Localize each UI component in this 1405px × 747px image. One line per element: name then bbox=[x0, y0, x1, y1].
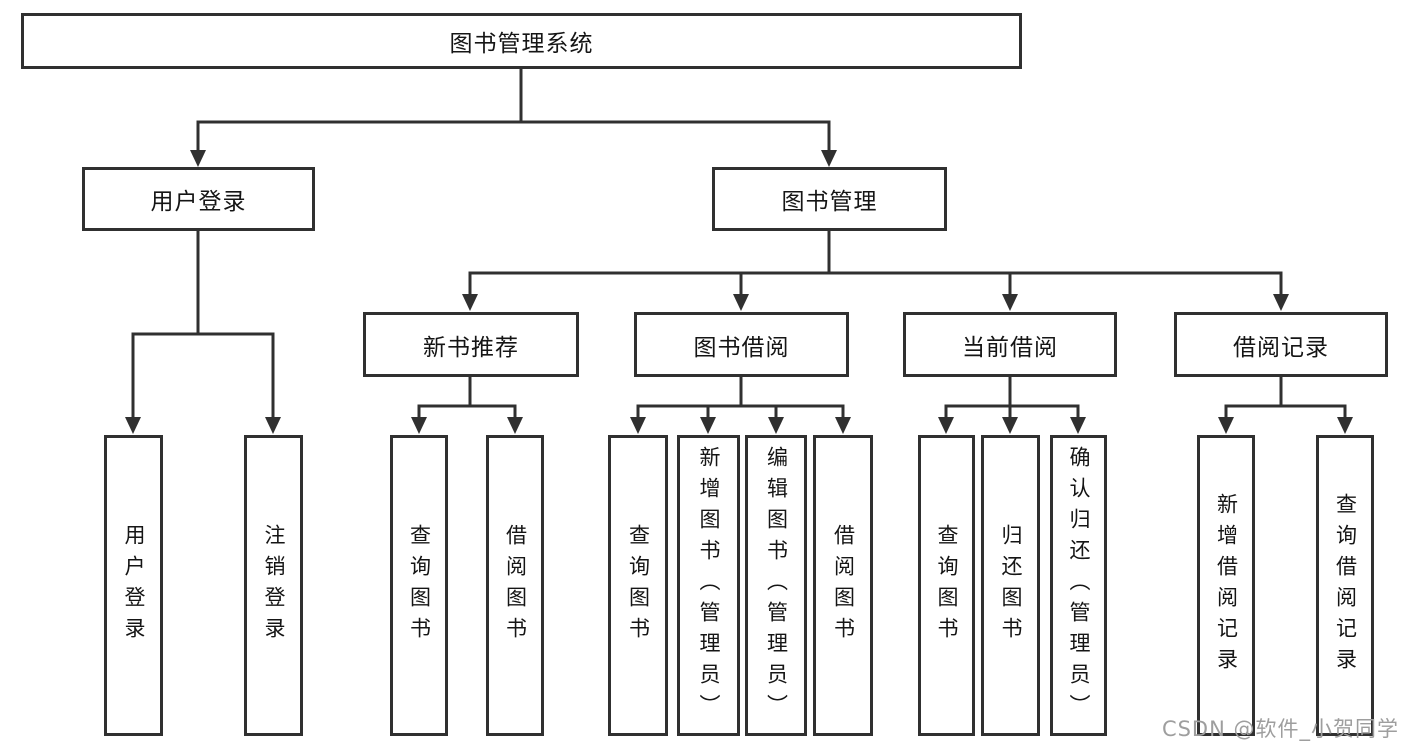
arrowhead-icon bbox=[125, 417, 141, 434]
node-label: 当前借阅 bbox=[962, 334, 1058, 361]
arrowhead-icon bbox=[1273, 294, 1289, 311]
leaf-return-books: 归还图书 bbox=[981, 435, 1040, 736]
node-borrow-records: 借阅记录 bbox=[1174, 312, 1388, 377]
arrowhead-icon bbox=[768, 417, 784, 434]
arrowhead-icon bbox=[507, 417, 523, 434]
leaf-label: 注销登录 bbox=[262, 523, 286, 648]
leaf-add-borrow-record: 新增借阅记录 bbox=[1197, 435, 1255, 736]
connector-bookmgmt-fork bbox=[468, 271, 1283, 295]
connector-root-fork bbox=[196, 120, 831, 151]
connector-newbook-fork bbox=[417, 404, 517, 419]
arrowhead-icon bbox=[835, 417, 851, 434]
leaf-label: 新增图书（管理员） bbox=[697, 446, 721, 725]
connector-bookborrow-fork bbox=[636, 404, 845, 419]
node-user-login: 用户登录 bbox=[82, 167, 315, 231]
leaf-query-books: 查询图书 bbox=[608, 435, 668, 736]
leaf-borrow-books: 借阅图书 bbox=[486, 435, 544, 736]
node-label: 图书管理 bbox=[781, 189, 878, 215]
leaf-add-books-admin: 新增图书（管理员） bbox=[677, 435, 740, 736]
connector-current-fork bbox=[944, 404, 1080, 419]
leaf-label: 确认归还（管理员） bbox=[1067, 446, 1091, 725]
arrowhead-icon bbox=[1337, 417, 1353, 434]
leaf-edit-books-admin: 编辑图书（管理员） bbox=[745, 435, 807, 736]
node-label: 用户登录 bbox=[150, 189, 247, 215]
arrowhead-icon bbox=[821, 150, 837, 167]
node-book-borrow: 图书借阅 bbox=[634, 312, 849, 377]
arrowhead-icon bbox=[190, 150, 206, 167]
node-label: 新书推荐 bbox=[423, 334, 519, 361]
leaf-label: 查询图书 bbox=[626, 523, 651, 648]
arrowhead-icon bbox=[1002, 294, 1018, 311]
arrowhead-icon bbox=[1002, 417, 1018, 434]
arrowhead-icon bbox=[411, 417, 427, 434]
leaf-label: 查询图书 bbox=[935, 523, 959, 648]
leaf-label: 新增借阅记录 bbox=[1214, 492, 1239, 679]
leaf-query-borrow-record: 查询借阅记录 bbox=[1316, 435, 1374, 736]
leaf-logout: 注销登录 bbox=[244, 435, 303, 736]
leaf-user-login: 用户登录 bbox=[104, 435, 163, 736]
connector-records-fork bbox=[1224, 404, 1347, 419]
node-label: 图书管理系统 bbox=[449, 31, 594, 57]
arrowhead-icon bbox=[733, 294, 749, 311]
leaf-label: 编辑图书（管理员） bbox=[764, 446, 789, 725]
csdn-watermark: CSDN @软件_小贺同学 bbox=[1161, 717, 1399, 741]
node-current-borrow: 当前借阅 bbox=[903, 312, 1117, 377]
arrowhead-icon bbox=[1218, 417, 1234, 434]
leaf-confirm-return-admin: 确认归还（管理员） bbox=[1050, 435, 1107, 736]
node-label: 图书借阅 bbox=[693, 334, 790, 361]
node-label: 借阅记录 bbox=[1233, 334, 1329, 361]
leaf-label: 查询借阅记录 bbox=[1333, 492, 1358, 679]
arrowhead-icon bbox=[700, 417, 716, 434]
node-book-management: 图书管理 bbox=[712, 167, 947, 231]
leaf-label: 归还图书 bbox=[999, 523, 1023, 648]
leaf-query-books: 查询图书 bbox=[390, 435, 448, 736]
node-new-book-recommend: 新书推荐 bbox=[363, 312, 579, 377]
arrowhead-icon bbox=[630, 417, 646, 434]
leaf-borrow-books: 借阅图书 bbox=[813, 435, 873, 736]
connector-userlogin-fork bbox=[131, 332, 275, 420]
leaf-label: 用户登录 bbox=[122, 523, 146, 648]
leaf-label: 借阅图书 bbox=[503, 523, 528, 648]
arrowhead-icon bbox=[1070, 417, 1086, 434]
leaf-label: 借阅图书 bbox=[831, 523, 856, 648]
arrowhead-icon bbox=[462, 294, 478, 311]
node-library-system: 图书管理系统 bbox=[21, 13, 1022, 69]
leaf-label: 查询图书 bbox=[407, 523, 432, 648]
arrowhead-icon bbox=[265, 417, 281, 434]
leaf-query-books: 查询图书 bbox=[918, 435, 975, 736]
arrowhead-icon bbox=[938, 417, 954, 434]
